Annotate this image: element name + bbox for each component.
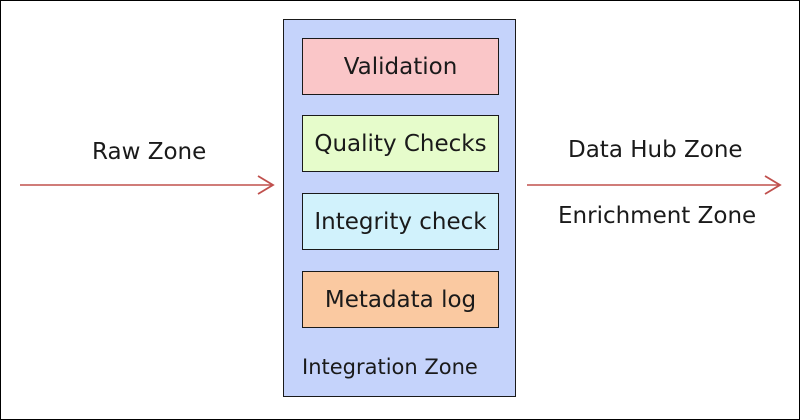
- raw-zone-label: Raw Zone: [92, 139, 207, 165]
- integrity-check-step: Integrity check: [302, 193, 499, 250]
- quality-checks-step: Quality Checks: [302, 115, 499, 172]
- validation-step: Validation: [302, 38, 499, 95]
- data-hub-zone-label: Data Hub Zone: [568, 137, 743, 163]
- integration-zone-caption: Integration Zone: [302, 355, 478, 379]
- metadata-log-step: Metadata log: [302, 271, 499, 328]
- enrichment-zone-label: Enrichment Zone: [558, 203, 757, 229]
